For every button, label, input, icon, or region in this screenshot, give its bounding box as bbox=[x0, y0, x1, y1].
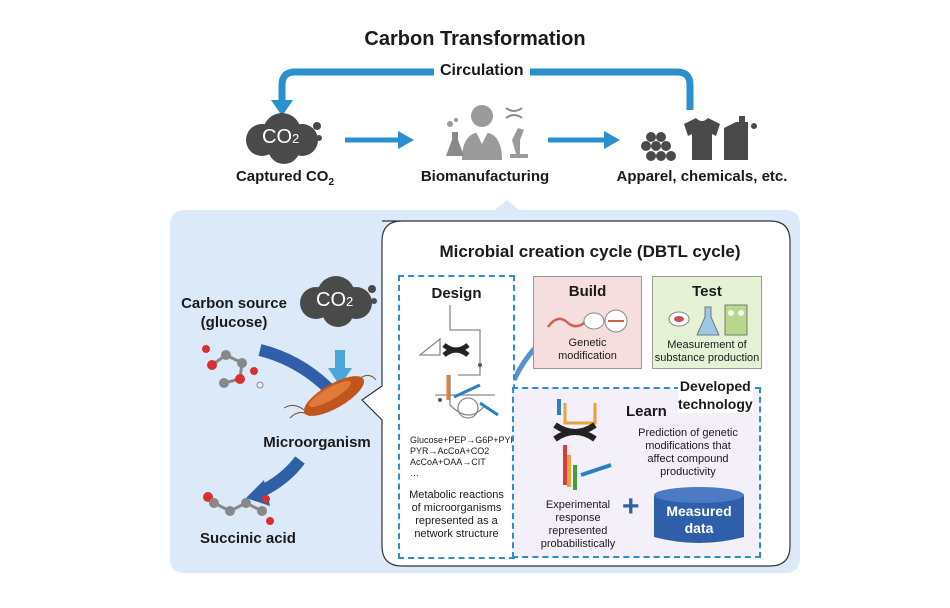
test-title: Test bbox=[692, 283, 722, 300]
design-equations: Glucose+PEP→G6P+PYR PYR→AcCoA+CO2 AcCoA+… bbox=[410, 435, 518, 478]
co2-bottom-text: CO2 bbox=[316, 289, 354, 311]
database-icon bbox=[654, 487, 744, 543]
gene-edit-icon bbox=[546, 309, 628, 333]
products-icon bbox=[641, 116, 757, 161]
learn-title: Learn bbox=[626, 403, 667, 420]
step-biomanufacturing: Biomanufacturing bbox=[420, 168, 550, 185]
co2-cloud-icon-2 bbox=[300, 276, 377, 327]
design-title: Design bbox=[431, 285, 482, 302]
build-caption: Genetic modification bbox=[558, 337, 617, 362]
page-title: Carbon Transformation bbox=[364, 28, 586, 50]
design-caption: Metabolic reactions of microorganisms re… bbox=[409, 489, 504, 540]
glucose-molecule-icon bbox=[202, 345, 264, 389]
learn-prediction: Prediction of genetic modifications that… bbox=[638, 427, 738, 478]
design-box: Design Glucose+PEP→G6P+PYR PYR→AcCoA+CO2… bbox=[398, 275, 518, 559]
carbon-source-label: Carbon source (glucose) bbox=[181, 295, 287, 331]
build-box: Build Genetic modification bbox=[533, 276, 642, 369]
succinic-acid-molecule-icon bbox=[203, 492, 274, 525]
lab-equipment-icon bbox=[668, 304, 748, 336]
developed-technology-label: Developed technology bbox=[678, 377, 753, 413]
step-captured-co2: Captured CO2 bbox=[235, 168, 335, 188]
microorganism-icon bbox=[283, 374, 377, 419]
circulation-label: Circulation bbox=[434, 62, 530, 80]
dbtl-title: Microbial creation cycle (DBTL cycle) bbox=[439, 242, 741, 261]
probabilistic-network-icon bbox=[553, 399, 612, 490]
microorganism-label: Microorganism bbox=[263, 434, 371, 451]
succinic-acid-label: Succinic acid bbox=[200, 530, 296, 547]
learn-experimental: Experimental response represented probab… bbox=[540, 499, 616, 550]
measured-data-label: Measured data bbox=[666, 503, 732, 536]
test-caption: Measurement of substance production bbox=[654, 339, 760, 364]
plus-sign: + bbox=[622, 490, 640, 523]
co2-top-text: CO2 bbox=[262, 126, 300, 148]
build-title: Build bbox=[568, 283, 607, 300]
co2-cloud-icon bbox=[246, 113, 322, 164]
step-apparel: Apparel, chemicals, etc. bbox=[616, 168, 788, 185]
network-graph-icon bbox=[418, 305, 499, 419]
test-box: Test Measurement of substance production bbox=[652, 276, 762, 369]
scientist-icon bbox=[446, 105, 528, 160]
